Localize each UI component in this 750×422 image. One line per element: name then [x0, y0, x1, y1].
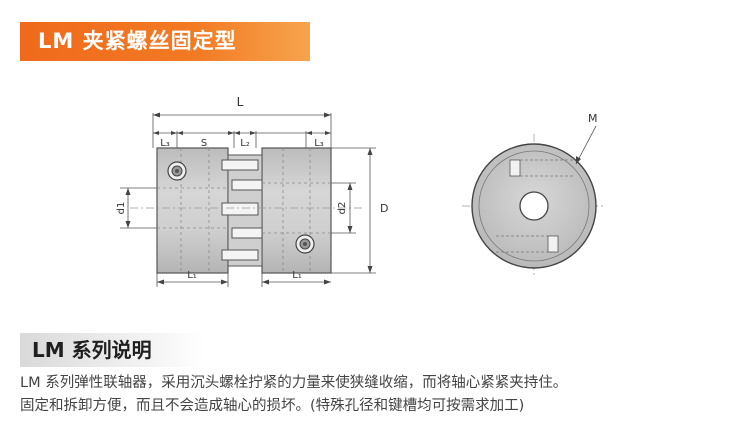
label-S: S — [201, 138, 207, 149]
label-L1-right: L₁ — [292, 270, 302, 281]
label-d1: d1 — [116, 202, 127, 215]
label-M: M — [588, 112, 598, 125]
description-line-2: 固定和拆卸方便，而且不会造成轴心的损坏。(特殊孔径和键槽均可按需求加工) — [20, 398, 525, 414]
label-M-leader — [575, 125, 597, 165]
front-view: M — [462, 112, 606, 278]
label-D: D — [380, 202, 388, 215]
header-title: LM 夹紧螺丝固定型 — [38, 29, 237, 53]
side-view: L L₃ S L₂ L₃ L₁ L₁ d1 d2 D — [116, 95, 388, 287]
section-title: LM 系列说明 — [32, 338, 152, 362]
clamp-slits — [509, 159, 559, 253]
section-header: LM 系列说明 — [20, 333, 205, 367]
dimension-lines — [120, 113, 376, 287]
label-L3-left: L₃ — [160, 138, 170, 149]
left-hub — [156, 147, 229, 274]
label-L: L — [237, 95, 244, 109]
label-L1-left: L₁ — [187, 270, 197, 281]
dimension-arrows — [125, 112, 373, 285]
coupling-diagram: L L₃ S L₂ L₃ L₁ L₁ d1 d2 D — [116, 95, 606, 287]
shaft-bore — [519, 191, 549, 221]
label-L3-right: L₃ — [314, 138, 324, 149]
series-description: LM 系列弹性联轴器，采用沉头螺栓拧紧的力量来使狭缝收缩，而将轴心紧紧夹持住。 … — [20, 372, 730, 418]
screw-bottom-right — [295, 234, 315, 254]
right-hub — [261, 147, 332, 274]
screw-bores — [496, 159, 574, 253]
description-line-1: LM 系列弹性联轴器，采用沉头螺栓拧紧的力量来使狭缝收缩，而将轴心紧紧夹持住。 — [20, 375, 568, 391]
label-L2: L₂ — [240, 138, 250, 149]
label-d2: d2 — [337, 202, 348, 215]
screw-top-left — [167, 161, 187, 181]
header-banner: LM 夹紧螺丝固定型 — [20, 22, 310, 61]
